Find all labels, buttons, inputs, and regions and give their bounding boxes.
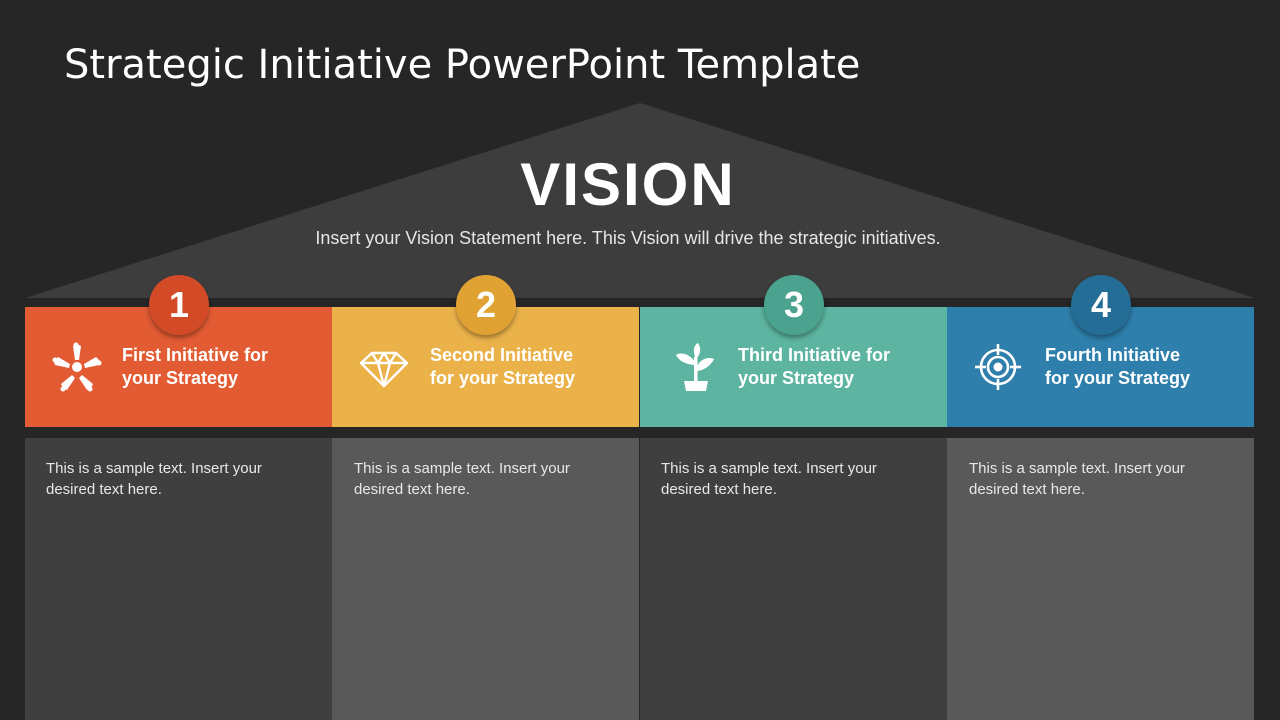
initiative-title-3: Third Initiative for your Strategy — [738, 344, 928, 390]
initiative-description-4-line1: This is a sample text. Insert your — [969, 460, 1185, 477]
initiative-title-1-line1: First Initiative for — [122, 345, 269, 365]
initiative-description-2-line1: This is a sample text. Insert your — [354, 460, 570, 477]
vision-heading: VISION — [520, 151, 736, 218]
initiative-title-3-line2: your Strategy — [738, 368, 855, 388]
initiative-number-4: 4 — [1071, 275, 1131, 335]
initiative-description-3: This is a sample text. Insert your desir… — [661, 458, 921, 500]
initiative-title-1: First Initiative for your Strategy — [122, 344, 312, 390]
initiative-description-2: This is a sample text. Insert your desir… — [354, 458, 614, 500]
diamond-icon — [359, 351, 409, 388]
initiative-title-4-line2: for your Strategy — [1045, 368, 1191, 388]
initiative-title-4-line1: Fourth Initiative — [1045, 345, 1180, 365]
teamwork-hands-icon — [52, 342, 102, 392]
initiative-description-1: This is a sample text. Insert your desir… — [46, 458, 306, 500]
pillar-body-3 — [640, 438, 947, 720]
initiative-description-1-line2: desired text here. — [46, 481, 162, 498]
initiative-description-4-line2: desired text here. — [969, 481, 1085, 498]
initiative-number-1: 1 — [149, 275, 209, 335]
initiative-description-3-line1: This is a sample text. Insert your — [661, 460, 877, 477]
initiative-number-2: 2 — [456, 275, 516, 335]
sprout-plant-icon — [676, 343, 714, 391]
pillar-body-1 — [25, 438, 332, 720]
initiative-title-1-line2: your Strategy — [122, 368, 239, 388]
slide-title: Strategic Initiative PowerPoint Template — [64, 42, 861, 88]
initiative-title-2-line2: for your Strategy — [430, 368, 576, 388]
initiative-description-4: This is a sample text. Insert your desir… — [969, 458, 1229, 500]
initiative-title-3-line1: Third Initiative for — [738, 345, 891, 365]
target-icon — [975, 344, 1021, 390]
vision-statement: Insert your Vision Statement here. This … — [315, 228, 941, 248]
initiative-title-2-line1: Second Initiative — [430, 345, 574, 365]
initiative-description-2-line2: desired text here. — [354, 481, 470, 498]
initiative-number-3: 3 — [764, 275, 824, 335]
pillar-body-4 — [947, 438, 1254, 720]
initiative-description-1-line1: This is a sample text. Insert your — [46, 460, 262, 477]
pillar-body-2 — [332, 438, 639, 720]
initiative-description-3-line2: desired text here. — [661, 481, 777, 498]
initiative-title-2: Second Initiative for your Strategy — [430, 344, 620, 390]
initiative-title-4: Fourth Initiative for your Strategy — [1045, 344, 1235, 390]
